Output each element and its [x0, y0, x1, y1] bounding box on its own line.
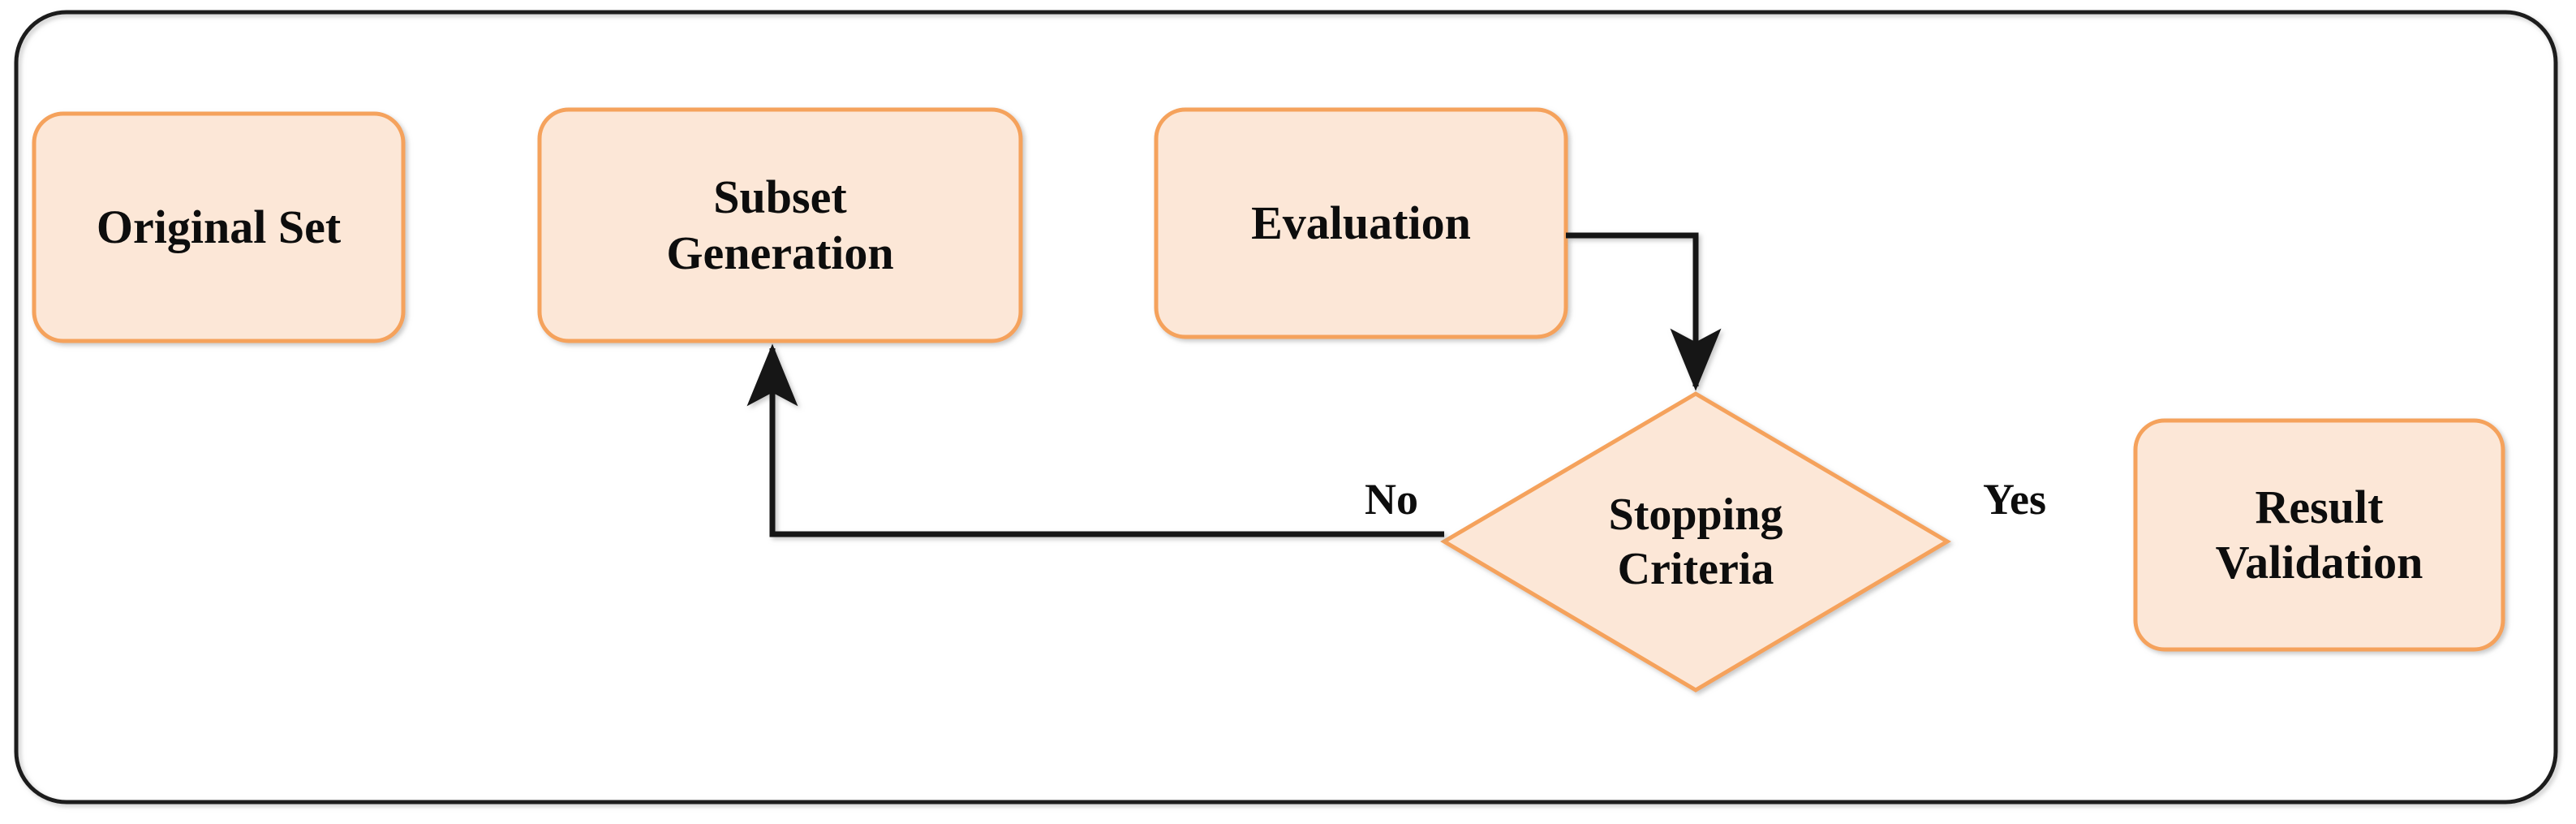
node-original-set[interactable]	[32, 111, 406, 343]
node-result-validation[interactable]	[2133, 418, 2505, 652]
node-evaluation[interactable]	[1154, 107, 1568, 339]
edge-evaluation-to-stopping	[1566, 232, 1722, 391]
outer-container-frame	[14, 10, 2558, 805]
node-subset-generation[interactable]	[537, 107, 1023, 343]
node-stopping-criteria[interactable]	[1440, 391, 1951, 692]
edge-stopping-no-to-subset	[746, 343, 1444, 537]
